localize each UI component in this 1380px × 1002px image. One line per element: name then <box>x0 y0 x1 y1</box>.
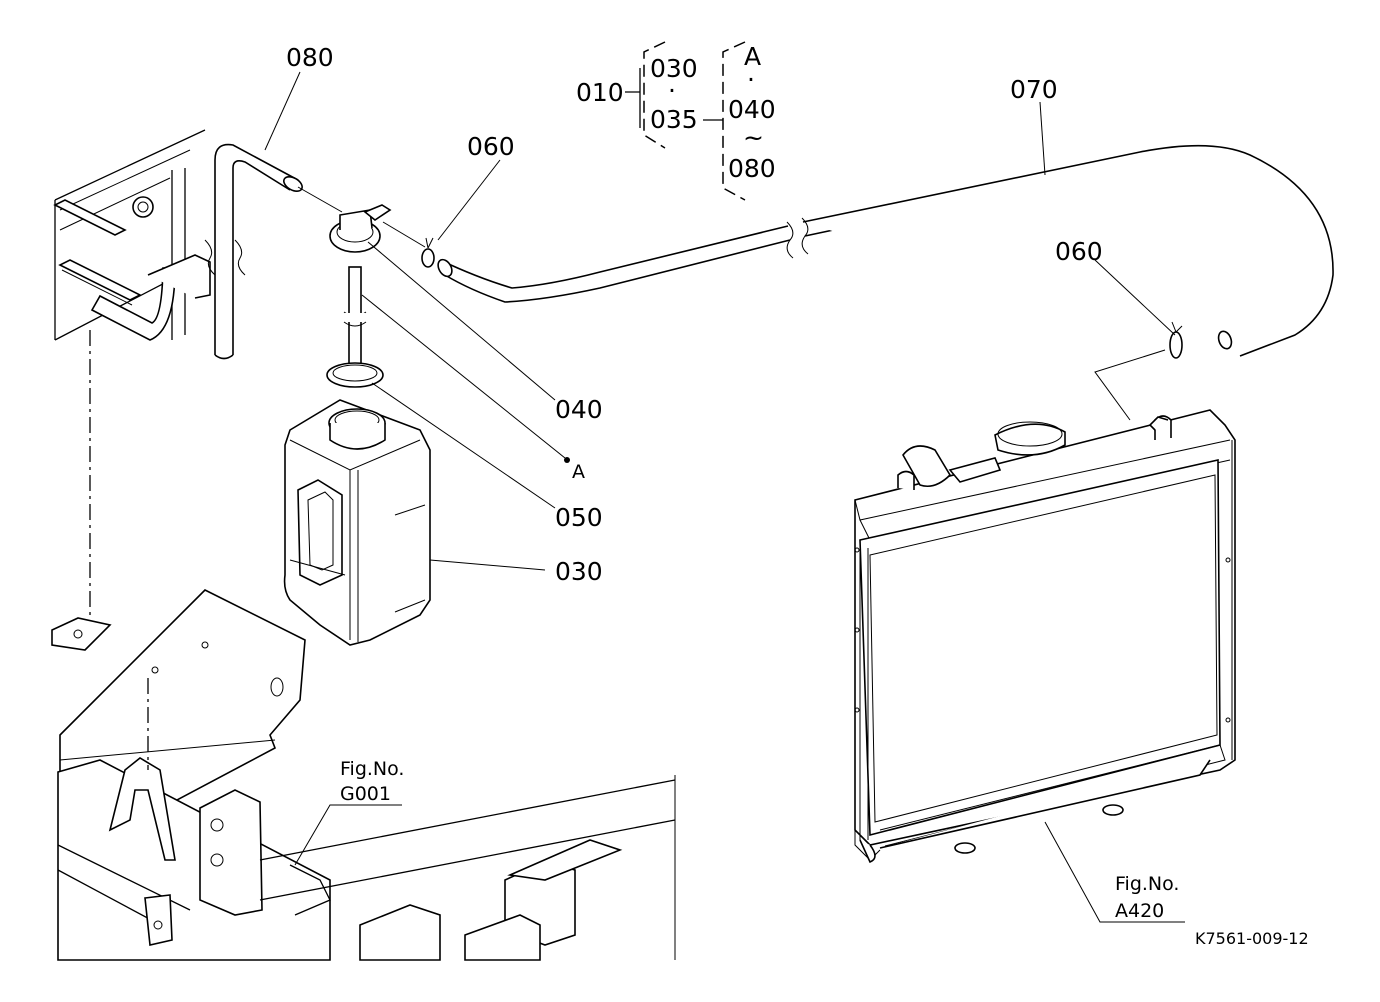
leader-lines <box>147 71 1185 923</box>
clamp-060-upper <box>421 237 435 268</box>
group-sub-040: 040 <box>728 95 776 124</box>
group-sub-080: 080 <box>728 154 776 183</box>
hose-070 <box>437 144 1334 357</box>
label-040: 040 <box>555 395 603 424</box>
gasket-050 <box>326 362 384 388</box>
group-sub-a: A <box>744 42 761 71</box>
label-060-upper: 060 <box>467 132 515 161</box>
fig-ref-g001-label: Fig.No. <box>340 758 404 780</box>
group-assembly-number: 010 <box>576 78 624 107</box>
chassis-frame <box>51 129 676 961</box>
reserve-tank-030 <box>283 399 431 646</box>
assembly-group: 010 030 · 035 A · 040 ~ 080 <box>576 41 776 201</box>
label-a-point: A <box>572 461 585 483</box>
label-030: 030 <box>555 557 603 586</box>
point-a-dot <box>564 457 570 463</box>
group-item-035: 035 <box>650 105 698 134</box>
label-070: 070 <box>1010 75 1058 104</box>
fig-ref-a420-number: A420 <box>1115 900 1164 922</box>
fig-ref-g001: Fig.No. G001 <box>340 758 404 805</box>
group-sub-dot: · <box>747 65 755 94</box>
fig-ref-g001-number: G001 <box>340 783 391 805</box>
label-050: 050 <box>555 503 603 532</box>
group-sub-tilde: ~ <box>743 123 764 152</box>
pipe-040 <box>343 266 367 368</box>
fig-ref-a420: Fig.No. A420 <box>1115 873 1179 922</box>
clamp-060-lower <box>1169 321 1183 359</box>
hose-080 <box>90 143 303 360</box>
label-080: 080 <box>286 43 334 72</box>
drawing-code: K7561-009-12 <box>1195 929 1309 948</box>
group-dot-1: · <box>668 76 676 105</box>
tank-cap <box>297 186 426 253</box>
part-labels: 080 070 060 060 040 A 050 030 <box>286 43 1103 586</box>
group-item-030: 030 <box>650 54 698 83</box>
label-060-lower: 060 <box>1055 237 1103 266</box>
fig-ref-a420-label: Fig.No. <box>1115 873 1179 895</box>
radiator <box>854 409 1236 864</box>
